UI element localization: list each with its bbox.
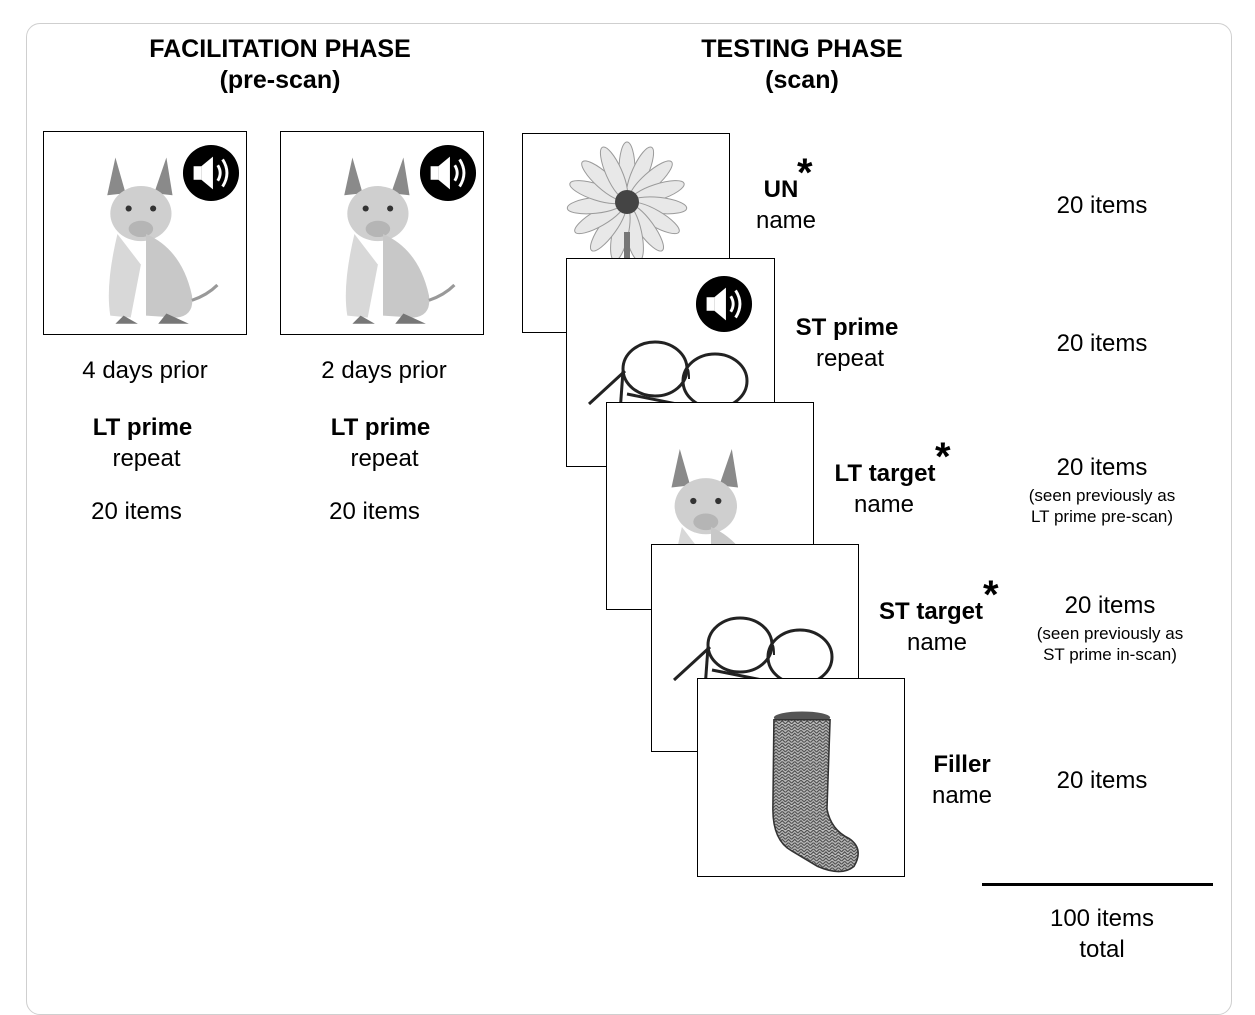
testing-items: 20 items: [1056, 454, 1148, 481]
facilitation-task: repeat: [350, 445, 419, 472]
facilitation-condition: LT prime: [92, 414, 193, 441]
facilitation-phase-heading: FACILITATION PHASE (pre-scan): [70, 34, 490, 96]
testing-phase-subtitle: (scan): [765, 66, 839, 94]
asterisk-marker: *: [797, 151, 813, 195]
testing-items: 20 items: [1056, 330, 1148, 357]
testing-items: 20 items: [1056, 192, 1148, 219]
testing-task: name: [755, 207, 817, 234]
facilitation-task: repeat: [112, 445, 181, 472]
testing-note: ST prime in-scan): [1043, 645, 1177, 664]
stimulus-card-pig: [280, 131, 484, 335]
testing-task: name: [906, 629, 968, 656]
facilitation-timing: 4 days prior: [82, 357, 208, 384]
speaker-icon: [419, 144, 477, 202]
testing-note: (seen previously as: [1028, 486, 1176, 505]
testing-phase-heading: TESTING PHASE (scan): [592, 34, 1012, 96]
testing-items: 20 items: [1064, 592, 1156, 619]
testing-note: LT prime pre-scan): [1030, 507, 1174, 526]
facilitation-phase-subtitle: (pre-scan): [219, 66, 341, 94]
total-label: total: [1079, 936, 1125, 963]
total-divider: [982, 883, 1213, 886]
speaker-icon: [182, 144, 240, 202]
testing-condition: ST target: [878, 598, 983, 625]
asterisk-marker: *: [935, 435, 951, 479]
facilitation-items: 20 items: [329, 498, 420, 525]
speaker-icon: [695, 275, 753, 333]
testing-task: name: [853, 491, 915, 518]
facilitation-condition: LT prime: [330, 414, 431, 441]
facilitation-timing: 2 days prior: [321, 357, 447, 384]
testing-condition: LT target: [834, 460, 936, 487]
facilitation-items: 20 items: [91, 498, 182, 525]
testing-items: 20 items: [1056, 767, 1148, 794]
testing-phase-title: TESTING PHASE: [701, 35, 903, 63]
testing-condition: Filler: [933, 751, 991, 778]
asterisk-marker: *: [983, 573, 999, 617]
testing-condition: ST prime: [795, 314, 899, 341]
stimulus-card-sock: [697, 678, 905, 877]
testing-task: name: [931, 782, 993, 809]
total-items: 100 items: [1049, 905, 1155, 932]
testing-task: repeat: [815, 345, 885, 372]
sock-image: [772, 710, 859, 873]
testing-condition: UN: [763, 176, 799, 203]
stimulus-card-pig: [43, 131, 247, 335]
facilitation-phase-title: FACILITATION PHASE: [149, 35, 411, 63]
testing-note: (seen previously as: [1036, 624, 1184, 643]
